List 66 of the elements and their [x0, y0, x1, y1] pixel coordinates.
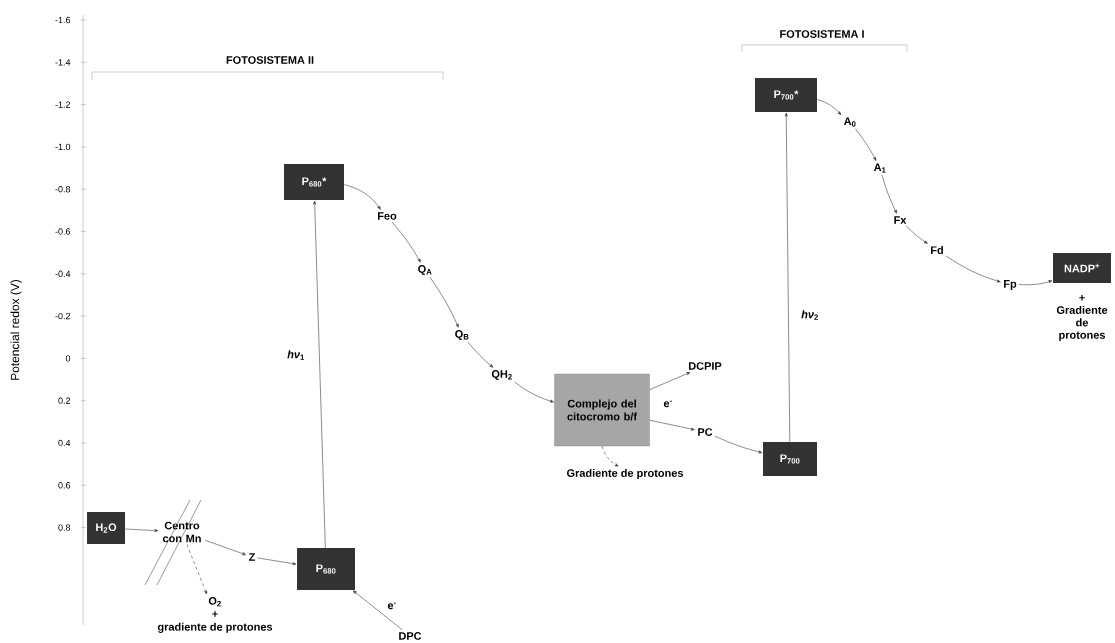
component-label: DCPIP [689, 362, 722, 370]
component-label: Z [249, 553, 256, 561]
component-box: P$_{680}$* [284, 164, 344, 200]
component-label: Q$_{A}$ [418, 265, 432, 275]
arrow [313, 200, 326, 549]
tick-label: -0.4 [55, 270, 71, 277]
tick-label: -1.2 [55, 101, 71, 108]
component-label: Fp [1004, 280, 1017, 290]
arrow [649, 372, 691, 390]
component-label: Q$_{B}$ [455, 330, 469, 340]
component-label: A$_{0}$ [843, 117, 856, 127]
component-label: A$_{1}$ [873, 163, 886, 173]
edge-label: hν$_{1}$ [286, 349, 306, 361]
tick-label: -0.6 [55, 228, 71, 235]
arrow [601, 445, 619, 467]
arrow [1018, 280, 1053, 286]
arrow [124, 528, 159, 533]
edge-label: e$^{-}$ [662, 399, 674, 409]
component-label: QH$_{2}$ [491, 370, 512, 380]
edge-label: e$^{-}$ [386, 601, 398, 611]
arrow [816, 99, 842, 115]
arrow [352, 590, 403, 631]
arrow [467, 341, 494, 368]
note: + Gradiente de protones [1056, 294, 1108, 341]
component-box: H$_{2}$O [87, 512, 125, 544]
component-label: Fx [894, 216, 907, 224]
tick-label: 0.6 [58, 482, 71, 489]
component-box: NADP$^{+}$ [1053, 253, 1111, 283]
arrow [257, 557, 297, 566]
bracket-title: FOTOSISTEMA II [226, 56, 314, 64]
tick-label: 0 [65, 355, 71, 362]
component-label: Feo [378, 212, 397, 220]
arrow [784, 112, 791, 443]
arrow [855, 128, 877, 161]
arrow [429, 276, 459, 328]
tick-label: 0.4 [58, 439, 71, 447]
component-label: Centro con Mn [162, 521, 201, 543]
bracket-title: FOTOSISTEMA I [780, 30, 864, 38]
arrow [204, 540, 246, 556]
edge-label: hν$_{2}$ [800, 309, 820, 321]
arrow [945, 255, 1001, 283]
arrow [714, 435, 763, 454]
arrow [343, 184, 381, 210]
component-box: P$_{700}$* [755, 78, 817, 112]
component-label: Fd [931, 245, 943, 254]
tick-label: -1.6 [55, 16, 71, 24]
arrow [514, 381, 554, 403]
tick-label: -1.4 [55, 59, 71, 66]
component-box: P$_{680}$ [297, 548, 355, 590]
tick-label: 0.8 [58, 524, 71, 531]
component-label: Gradiente de protones [567, 468, 683, 480]
component-label: PC [698, 428, 713, 436]
tick-label: -1.0 [55, 143, 71, 151]
tick-label: 0.2 [58, 397, 71, 404]
arrow [391, 221, 421, 263]
complex-box: Complejo del citocromo b/f [554, 373, 650, 447]
component-label: O$_{2}$ + gradiente de protones [157, 597, 273, 633]
arrow [649, 419, 695, 431]
arrow [905, 225, 928, 244]
tick-label: -0.2 [55, 312, 71, 320]
component-box: P$_{700}$ [763, 442, 817, 476]
arrow [186, 544, 207, 595]
component-label: DPC [399, 632, 422, 640]
arrow [881, 174, 897, 214]
tick-label: -0.8 [55, 186, 71, 193]
axis-title: Potencial redox (V) [10, 279, 22, 380]
